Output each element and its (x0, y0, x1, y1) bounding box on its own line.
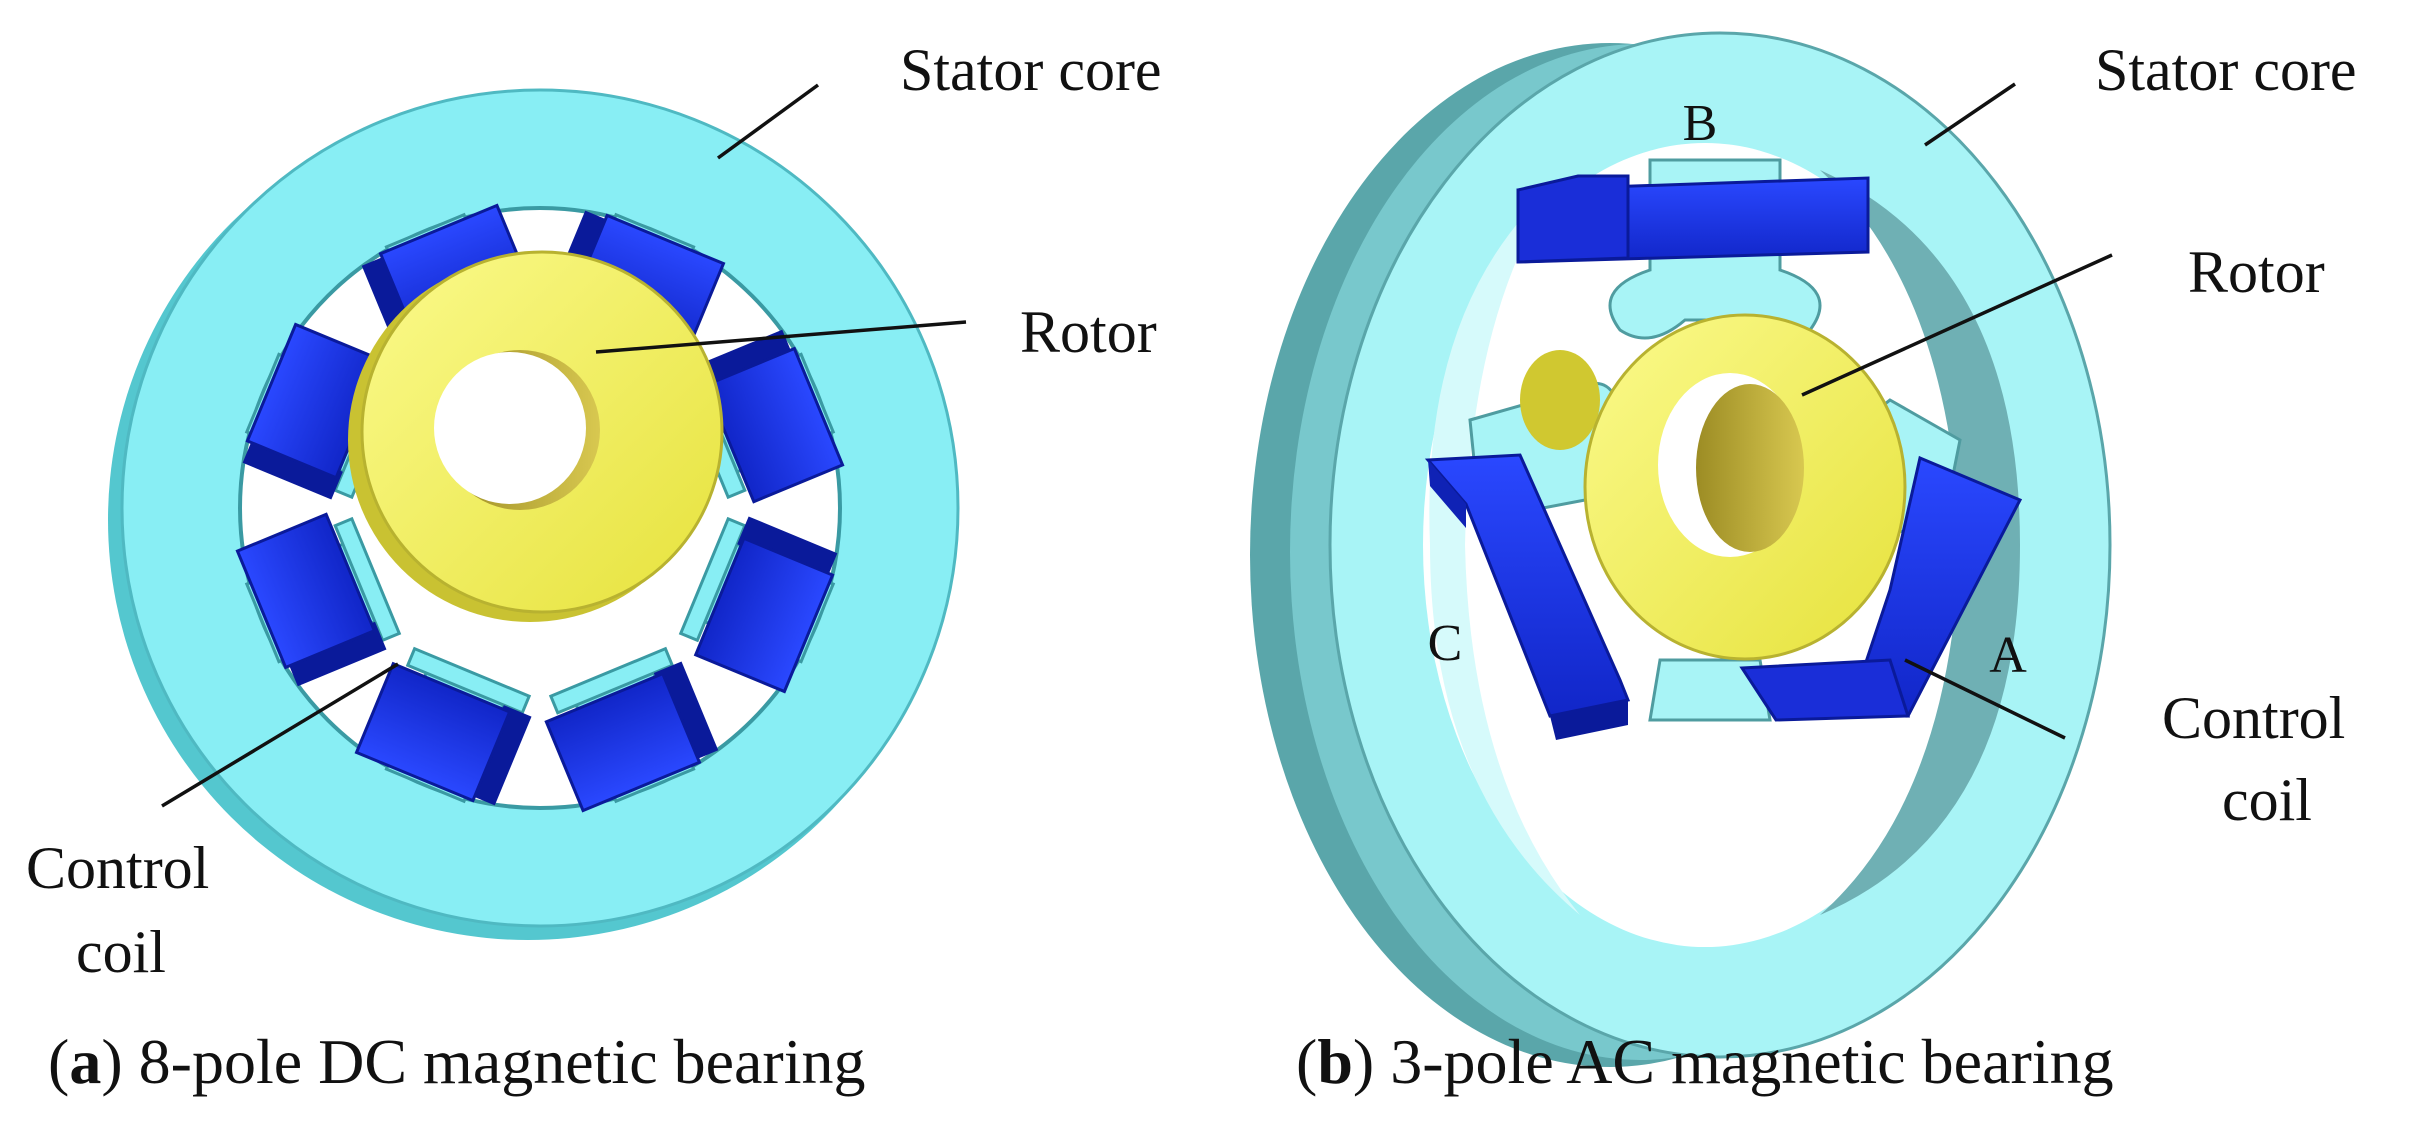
panel-b-coil-label-line1: Control (2162, 685, 2345, 751)
panel-b-rotor-leader (1801, 253, 2113, 397)
panel-a-control-coil (693, 329, 845, 504)
panel-a-control-coil (235, 512, 387, 687)
panel-b-3-pole-ac-bearing: B C A Stator core Rotor Control coil (b)… (1250, 31, 2357, 1097)
panel-a-tooth-shoe (548, 646, 675, 715)
panel-b-bore-wall (1820, 170, 2020, 915)
panel-b-stator-leader (1924, 82, 2016, 147)
panel-a-caption-letter: a (69, 1026, 101, 1097)
panel-a-rotor-leader (595, 320, 967, 354)
panel-b-caption: (b) 3-pole AC magnetic bearing (1296, 1026, 2114, 1097)
panel-b-rotor-hole-wall (1696, 384, 1804, 552)
panel-a-coil-label-line1: Control (26, 835, 209, 901)
panel-a-caption: (a) 8-pole DC magnetic bearing (48, 1026, 866, 1097)
panel-b-caption-letter: b (1317, 1026, 1353, 1097)
panel-a-stator-label: Stator core (900, 37, 1162, 103)
panel-b-caption-text: 3-pole AC magnetic bearing (1374, 1026, 2113, 1097)
panel-b-coil-label-line2: coil (2222, 767, 2312, 833)
panel-a-tooth-shoe (405, 646, 532, 715)
panel-b-bore-wall-left (1429, 180, 1580, 915)
panel-a-control-coil (354, 661, 532, 806)
panel-b-coil-c (1424, 453, 1631, 740)
panel-b-rotor-shadow (1520, 350, 1600, 450)
panel-a-control-coils (235, 203, 845, 813)
panel-b-phase-a-label: A (1989, 627, 2027, 684)
panel-a-rotor-label: Rotor (1020, 299, 1157, 365)
panel-a-tooth-shoe (678, 516, 747, 643)
panel-b-coil-b (1516, 174, 1870, 264)
panel-a-caption-text: 8-pole DC magnetic bearing (123, 1026, 866, 1097)
panel-a-control-coil (693, 516, 838, 694)
panel-a-8-pole-dc-bearing: Stator core Rotor Control coil (a) 8-pol… (26, 37, 1162, 1097)
panel-b-pole-bottom (1648, 658, 1772, 722)
panel-b-phase-b-label: B (1683, 95, 1718, 152)
panel-a-coil-leader (161, 662, 399, 808)
panel-a-coil-label-line2: coil (76, 919, 166, 985)
panel-b-stator-label: Stator core (2095, 37, 2357, 103)
panel-a-control-coil (544, 661, 719, 813)
panel-b-phase-c-label: C (1428, 615, 1463, 672)
panel-a-rotor-hole (434, 352, 586, 504)
panel-b-coil-a (1739, 455, 2023, 722)
panel-b-rotor-label: Rotor (2188, 239, 2325, 305)
panel-b-coil-leader (1904, 658, 2066, 740)
panel-a-tooth-shoe (333, 516, 402, 643)
panel-a-stator-leader (716, 83, 820, 160)
